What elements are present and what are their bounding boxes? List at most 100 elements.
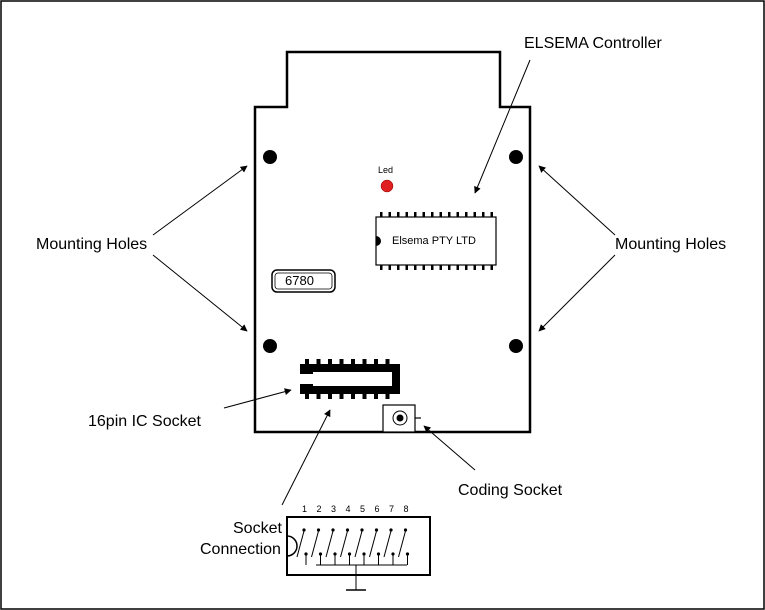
mounting-hole-top-left: [263, 150, 277, 164]
chip-pin: [388, 212, 391, 217]
chip-pin: [380, 212, 383, 217]
socket-pin: [374, 359, 378, 364]
switch-lever: [398, 530, 406, 558]
socket-connection-label-line1: Socket: [233, 520, 282, 537]
switch-top-dot: [316, 528, 321, 532]
chip-pin: [422, 212, 425, 217]
arrow-socket-connection: [281, 409, 331, 506]
switch-lever: [325, 530, 334, 558]
arrow-ic-socket: [223, 388, 292, 409]
coding-socket: [382, 404, 421, 433]
socket-pin: [339, 394, 344, 399]
board-id-box-inner: [274, 272, 333, 290]
socket-pin: [385, 359, 390, 364]
pin-number-label: 1: [302, 504, 307, 514]
chip-pin: [490, 265, 493, 270]
chip-pin: [473, 265, 476, 270]
chip-pin: [482, 265, 485, 270]
socket-pin: [385, 394, 390, 399]
switch-top-dot: [331, 528, 335, 532]
led: [380, 179, 394, 193]
mounting-holes-right-label: Mounting Holes: [615, 236, 727, 253]
chip-pin: [414, 265, 417, 270]
switch-lever: [340, 530, 348, 558]
socket-pin: [328, 394, 332, 399]
controller-chip: [375, 212, 497, 270]
switch-lever: [383, 530, 392, 558]
socket-pin: [328, 359, 332, 364]
board-id-box: [271, 269, 336, 293]
pin-number-label: 8: [404, 504, 409, 514]
switch-lever: [354, 530, 363, 558]
chip-pin: [397, 212, 400, 217]
chip-pin: [448, 212, 451, 217]
switch-top-dot: [345, 528, 350, 532]
ic-socket-label: 16pin IC Socket: [88, 413, 201, 430]
socket-pin: [362, 359, 367, 364]
chip-pin: [397, 265, 400, 270]
socket-pin: [374, 394, 378, 399]
socket-pin: [316, 394, 321, 399]
socket-pin: [316, 359, 321, 364]
switch-lever: [296, 530, 305, 558]
chip-pin: [388, 265, 391, 270]
led-label: Led: [378, 165, 394, 175]
chip-pin: [473, 212, 476, 217]
socket-connection-label-line2: Connection: [200, 541, 281, 558]
mounting-hole-top-right: [509, 150, 523, 164]
chip-pin: [431, 265, 434, 270]
chip-pin: [414, 212, 417, 217]
chip-pin: [439, 265, 442, 270]
socket-pin: [339, 359, 344, 364]
socket-pin: [362, 394, 367, 399]
chip-pin: [456, 265, 459, 270]
ic-socket: [300, 359, 400, 399]
arrow-mount-right-top: [538, 165, 616, 236]
controller-label: ELSEMA Controller: [524, 35, 662, 52]
switch-top-dot: [374, 528, 379, 532]
board-id-label: 6780: [285, 273, 314, 288]
chip-pin: [490, 212, 493, 217]
socket-pin: [351, 394, 355, 399]
switch-top-dot: [403, 528, 408, 532]
mounting-holes-left-label: Mounting Holes: [36, 236, 148, 253]
chip-pin: [405, 212, 408, 217]
pin-number-label: 4: [346, 504, 351, 514]
chip-pin: [465, 265, 468, 270]
arrow-mount-left-top: [152, 165, 248, 236]
chip-pin: [465, 212, 468, 217]
switch-top-dot: [360, 528, 364, 532]
mounting-hole-bottom-right: [509, 339, 523, 353]
pin-number-label: 6: [375, 504, 380, 514]
chip-pin: [405, 265, 408, 270]
chip-pin: [448, 265, 451, 270]
chip-pin: [431, 212, 434, 217]
board-outline: [253, 50, 532, 434]
arrow-controller: [474, 59, 531, 194]
arrow-coding-socket: [423, 425, 476, 471]
chip-label: Elsema PTY LTD: [392, 235, 476, 247]
mounting-hole-bottom-left: [263, 339, 277, 353]
chip-pin: [482, 212, 485, 217]
socket-pin: [305, 394, 309, 399]
chip-pin: [456, 212, 459, 217]
switch-lever: [311, 530, 319, 558]
pin-number-label: 5: [360, 504, 365, 514]
chip-pin: [439, 212, 442, 217]
chip-pin: [380, 265, 383, 270]
switch-lever: [369, 530, 377, 558]
socket-pin: [305, 359, 309, 364]
pin-number-label: 3: [331, 504, 336, 514]
switch-top-dot: [302, 528, 306, 532]
pin-number-label: 7: [389, 504, 394, 514]
arrow-mount-right-bottom: [538, 254, 616, 332]
pin-number-label: 2: [317, 504, 322, 514]
socket-pin: [351, 359, 355, 364]
switch-top-dot: [389, 528, 393, 532]
coding-socket-label: Coding Socket: [458, 482, 563, 499]
chip-pin: [422, 265, 425, 270]
arrow-mount-left-bottom: [152, 254, 248, 332]
